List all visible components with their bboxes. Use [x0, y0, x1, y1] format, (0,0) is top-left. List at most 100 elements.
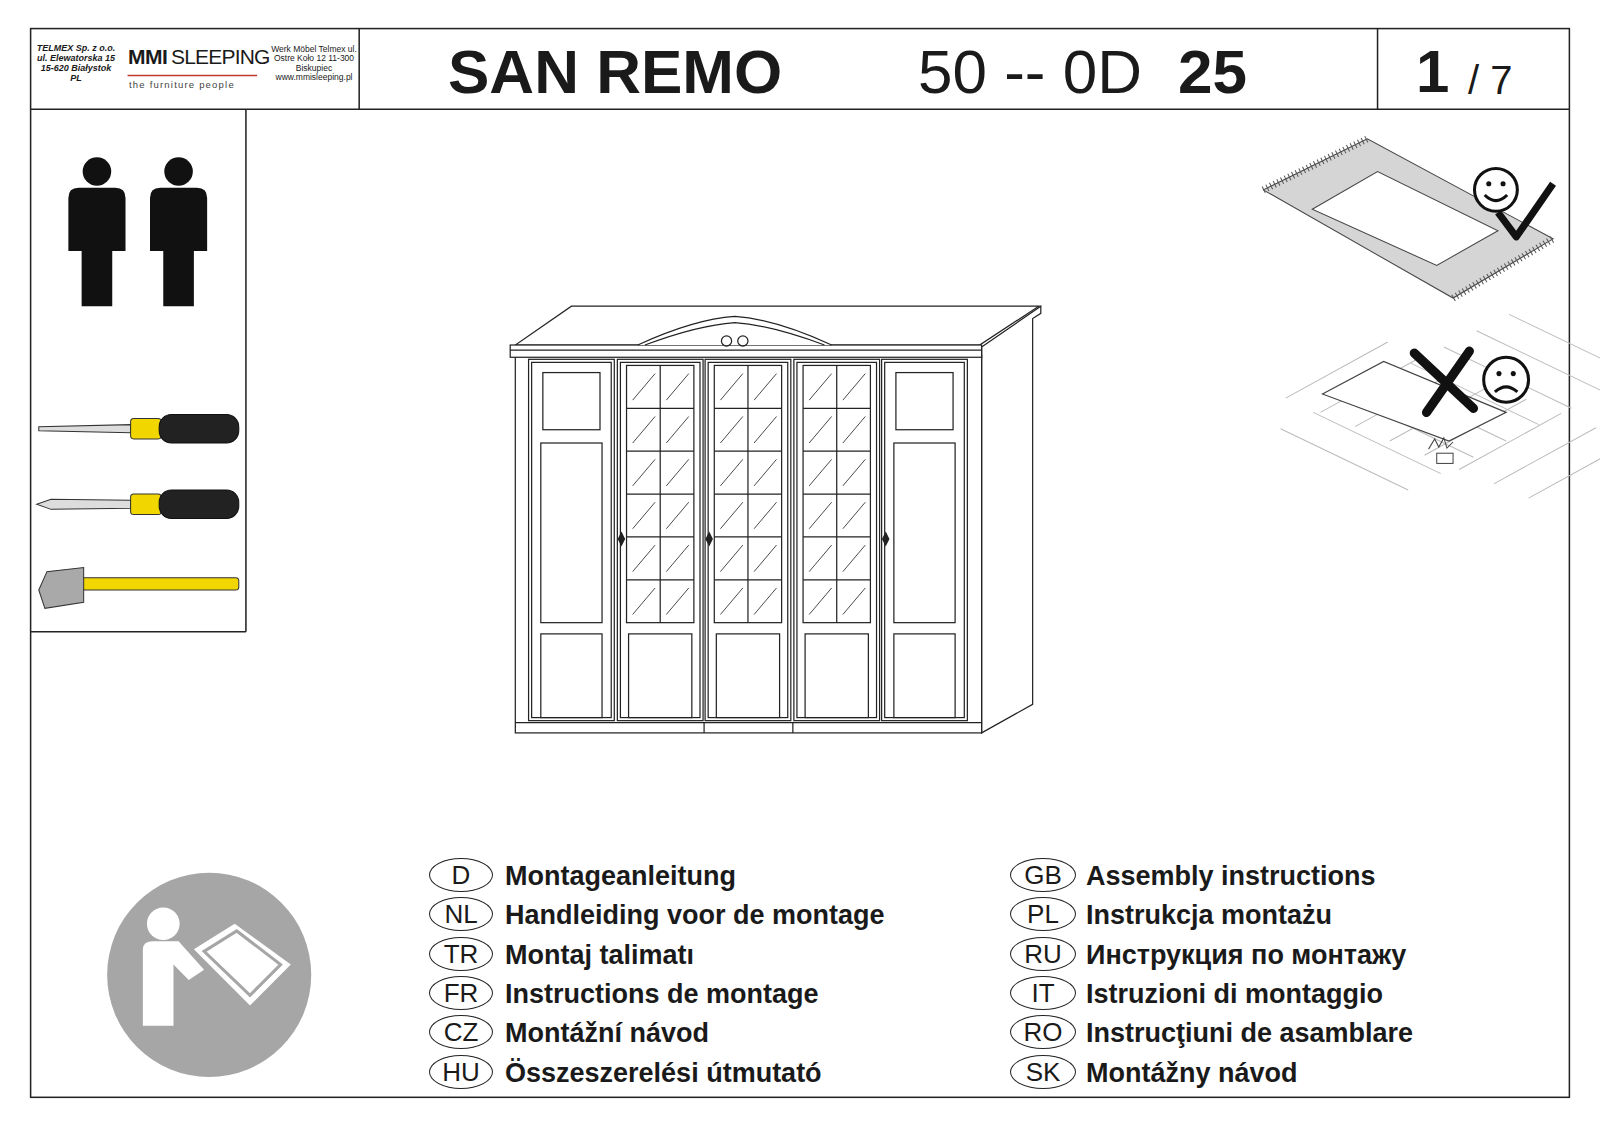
language-code-oval: SK — [1010, 1055, 1076, 1089]
floor-tile-line — [1494, 428, 1596, 484]
door-handle — [618, 533, 624, 545]
language-title: Assembly instructions — [1086, 863, 1376, 890]
language-title: Instrucţiuni de asamblare — [1086, 1020, 1413, 1047]
door-panel — [896, 373, 953, 430]
language-code-oval: NL — [429, 897, 493, 931]
glazing-bar — [803, 579, 870, 580]
glass-reflection — [809, 416, 831, 443]
language-title: Montážny návod — [1086, 1060, 1298, 1087]
door-panel — [629, 634, 692, 718]
glass-reflection — [633, 416, 655, 443]
glazing-bar — [714, 408, 781, 409]
glazing-bar — [627, 451, 694, 452]
language-title: Instructions de montage — [505, 981, 819, 1008]
language-code: TR — [444, 941, 479, 967]
language-code: FR — [444, 980, 479, 1006]
door — [882, 359, 968, 720]
two-persons-icon — [68, 157, 207, 306]
language-code: HU — [442, 1059, 480, 1085]
glass-reflection — [633, 502, 655, 529]
glass-reflection — [720, 459, 742, 486]
glazing-bar — [714, 536, 781, 537]
glass-pane — [627, 365, 694, 622]
product-code: 50 -- 0D — [918, 41, 1142, 103]
glass-reflection — [754, 374, 776, 401]
language-title: Handleiding voor de montage — [505, 902, 885, 929]
glass-reflection — [720, 588, 742, 615]
glass-reflection — [666, 416, 688, 443]
door — [617, 359, 703, 720]
glass-reflection — [633, 588, 655, 615]
glass-reflection — [809, 502, 831, 529]
door-frame — [885, 362, 965, 717]
glass-reflection — [754, 502, 776, 529]
language-title: Istruzioni di montaggio — [1086, 981, 1383, 1008]
language-code: RU — [1024, 941, 1062, 967]
glazing-bar — [714, 579, 781, 580]
language-code: SK — [1026, 1059, 1061, 1085]
page-cell: 1 / 7 — [1377, 29, 1570, 110]
hammer — [39, 568, 239, 609]
company-address: TELMEX Sp. z o.o. ul. Elewatorska 15 15-… — [34, 44, 118, 84]
door-frame — [708, 362, 788, 717]
floor-tile-line — [1281, 429, 1409, 490]
glass-reflection — [843, 588, 865, 615]
door-frame — [532, 362, 612, 717]
language-code-oval: CZ — [429, 1015, 493, 1049]
language-title: Montaj talimatı — [505, 942, 694, 969]
logo-rule — [128, 75, 258, 77]
glass-reflection — [843, 374, 865, 401]
brand-logo: MMI — [128, 46, 167, 67]
glazing-bar — [803, 408, 870, 409]
glazing-bar — [627, 493, 694, 494]
title-cell: SAN REMO 50 -- 0D 25 — [359, 29, 1377, 110]
page-total: / 7 — [1468, 60, 1512, 100]
door-panel — [805, 634, 868, 718]
door — [705, 359, 791, 720]
page-number: 1 — [1416, 42, 1449, 102]
door-panel — [894, 443, 955, 623]
glass-pane — [714, 365, 781, 622]
glazing-bar — [627, 536, 694, 537]
door — [794, 359, 880, 720]
wardrobe-drawing — [510, 306, 1041, 733]
language-code-oval: RU — [1010, 937, 1076, 971]
glass-pane — [803, 365, 870, 622]
product-code: 25 — [1178, 41, 1247, 103]
language-title: Инструкция по монтажу — [1086, 942, 1406, 969]
language-code: NL — [444, 901, 477, 927]
glass-reflection — [633, 374, 655, 401]
language-code: GB — [1024, 862, 1062, 888]
door-handle — [706, 533, 712, 545]
door-panel — [541, 443, 602, 623]
language-title: Összeszerelési útmutató — [505, 1060, 822, 1087]
door-handle — [883, 533, 889, 545]
door-panel — [541, 634, 602, 718]
read-manual-icon — [107, 873, 311, 1077]
door-panel — [716, 634, 779, 718]
glass-reflection — [633, 459, 655, 486]
glass-reflection — [666, 545, 688, 572]
door-frame — [620, 362, 700, 717]
glass-reflection — [843, 416, 865, 443]
language-title: Montážní návod — [505, 1020, 709, 1047]
glazing-bar — [803, 536, 870, 537]
floor-bad-icon — [1281, 314, 1600, 498]
door — [529, 359, 615, 720]
logo-cell: TELMEX Sp. z o.o. ul. Elewatorska 15 15-… — [31, 29, 359, 110]
door-panel — [894, 634, 955, 718]
language-code-oval: TR — [429, 937, 493, 971]
language-code-oval: GB — [1010, 858, 1076, 892]
language-code: D — [452, 862, 471, 888]
door-frame — [797, 362, 877, 717]
language-code-oval: PL — [1010, 897, 1076, 931]
glass-reflection — [720, 416, 742, 443]
glass-reflection — [754, 459, 776, 486]
floor-tile-line — [1529, 442, 1600, 498]
glass-reflection — [809, 545, 831, 572]
product-name: SAN REMO — [448, 41, 782, 103]
glass-reflection — [754, 545, 776, 572]
language-title: Instrukcja montażu — [1086, 902, 1332, 929]
glass-reflection — [843, 502, 865, 529]
language-code: PL — [1027, 901, 1059, 927]
